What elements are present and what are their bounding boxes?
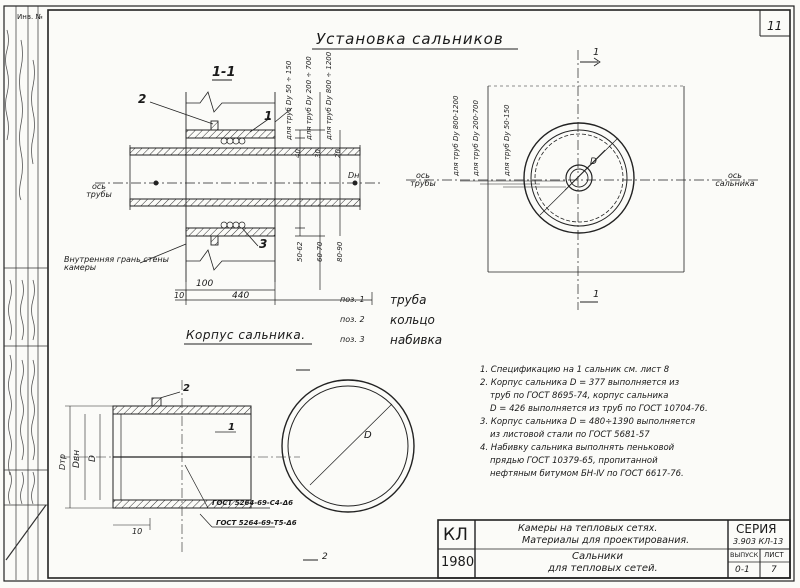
circle-dim-d: D	[364, 430, 372, 441]
right-range-label-2: для труб Dу 200-700	[472, 100, 480, 176]
vdim-30: 30	[314, 149, 322, 158]
position-1-name: труба	[390, 293, 427, 307]
stamp-year: 1980	[441, 555, 475, 570]
vdim-40: 40	[294, 149, 302, 158]
gost-weld-2: ГОСТ 5264-69-Т5-Δ6	[216, 519, 297, 527]
axis-pipe-label: ось трубы	[86, 182, 112, 199]
note-line-6: из листовой стали по ГОСТ 5681-57	[490, 430, 650, 440]
stamp-issue-value: 0-1	[735, 565, 750, 575]
marker-3: 3	[259, 237, 268, 251]
gost-weld-1: ГОСТ 5264-69-С4-Δ6	[212, 499, 293, 507]
note-line-7: 4. Набивку сальника выполнять пеньковой	[480, 443, 675, 453]
note-line-3: труб по ГОСТ 8695-74, корпус сальника	[490, 391, 669, 401]
stamp-kl: КЛ	[443, 525, 468, 545]
body-dim-dvn: Dвн	[72, 449, 82, 468]
stamp-line-1: Камеры на тепловых сетях.	[518, 523, 658, 534]
body-circle-view	[281, 379, 415, 513]
position-3-name: набивка	[390, 333, 443, 347]
note-line-9: нефтяным битумом БН-Ⅳ по ГОСТ 6617-76.	[490, 469, 684, 479]
body-marker-1: 1	[228, 422, 235, 433]
sheet-number: 11	[767, 19, 783, 33]
stamp-line-2: Материалы для проектирования.	[522, 535, 690, 546]
drawing-title: Установка сальников	[316, 30, 504, 48]
stamp-series-value: 3.903 КЛ-13	[733, 537, 784, 546]
position-2-label: поз. 2	[340, 315, 365, 324]
stamp-line-4: для тепловых сетей.	[548, 563, 658, 574]
position-2-name: кольцо	[390, 313, 435, 327]
body-section-mark: 2	[322, 552, 328, 562]
range-label-2: для труб Dу 200 ÷ 700	[305, 56, 313, 140]
note-line-1: 1. Спецификацию на 1 сальник см. лист 8	[480, 365, 670, 375]
dim-100: 100	[196, 279, 214, 289]
body-title: Корпус сальника.	[186, 328, 306, 342]
margin-columns	[4, 6, 48, 580]
body-dim-dtr: Dтр	[58, 454, 67, 470]
right-range-label-1: для труб Dу 800-1200	[452, 95, 460, 176]
note-line-5: 3. Корпус сальника D = 480÷1390 выполняе…	[480, 417, 696, 427]
axis-gland-label: ось сальника	[715, 171, 755, 188]
section-1-1	[95, 79, 380, 305]
vdim-60-70: 60-70	[316, 241, 324, 262]
stamp-sheet-value: 7	[771, 565, 777, 575]
vdim-20: 20	[334, 149, 342, 158]
margin-inv-label: Инв. №	[17, 13, 43, 21]
body-dim-10: 10	[132, 527, 143, 536]
note-line-2: 2. Корпус сальника D = 377 выполняется и…	[480, 378, 680, 388]
marker-1: 1	[264, 109, 273, 123]
right-range-label-3: для труб Dу 50-150	[503, 104, 511, 176]
body-marker-2: 2	[183, 383, 190, 394]
position-1-label: поз. 1	[340, 295, 365, 304]
body-dim-d: D	[88, 455, 98, 462]
dim-dn: Dн	[348, 171, 360, 180]
vdim-50-62: 50-62	[296, 241, 304, 262]
range-label-1: для труб Dу 50 ÷ 150	[285, 60, 293, 140]
right-marker-1-top: 1	[593, 47, 600, 58]
section-label: 1-1	[212, 65, 236, 80]
note-line-4: D = 426 выполняется из труб по ГОСТ 1070…	[490, 404, 708, 414]
stamp-line-3: Сальники	[572, 551, 623, 562]
stamp-issue-label: ВЫПУСК	[730, 551, 759, 559]
dim-440: 440	[232, 291, 250, 301]
title-block	[437, 519, 791, 579]
stamp-series-label: СЕРИЯ	[736, 522, 777, 536]
dim-10: 10	[174, 291, 185, 300]
marker-2: 2	[138, 92, 147, 106]
right-dim-d: D	[590, 157, 597, 167]
gland-body	[60, 343, 318, 561]
right-marker-1-bottom: 1	[593, 289, 600, 300]
end-view	[406, 50, 760, 310]
vdim-80-90: 80-90	[336, 241, 344, 262]
sheet-frame	[3, 5, 795, 582]
range-label-3: для труб Dу 800 ÷ 1200	[325, 51, 333, 140]
note-line-8: прядью ГОСТ 10379-65, пропитанной	[490, 456, 658, 466]
axis-pipe-right-label: ось трубы	[410, 171, 436, 188]
stamp-sheet-label: ЛИСТ	[764, 551, 784, 559]
inner-wall-label: Внутренняя грань стены камеры	[64, 255, 169, 272]
margin-handwriting	[5, 29, 35, 505]
position-3-label: поз. 3	[340, 335, 365, 344]
